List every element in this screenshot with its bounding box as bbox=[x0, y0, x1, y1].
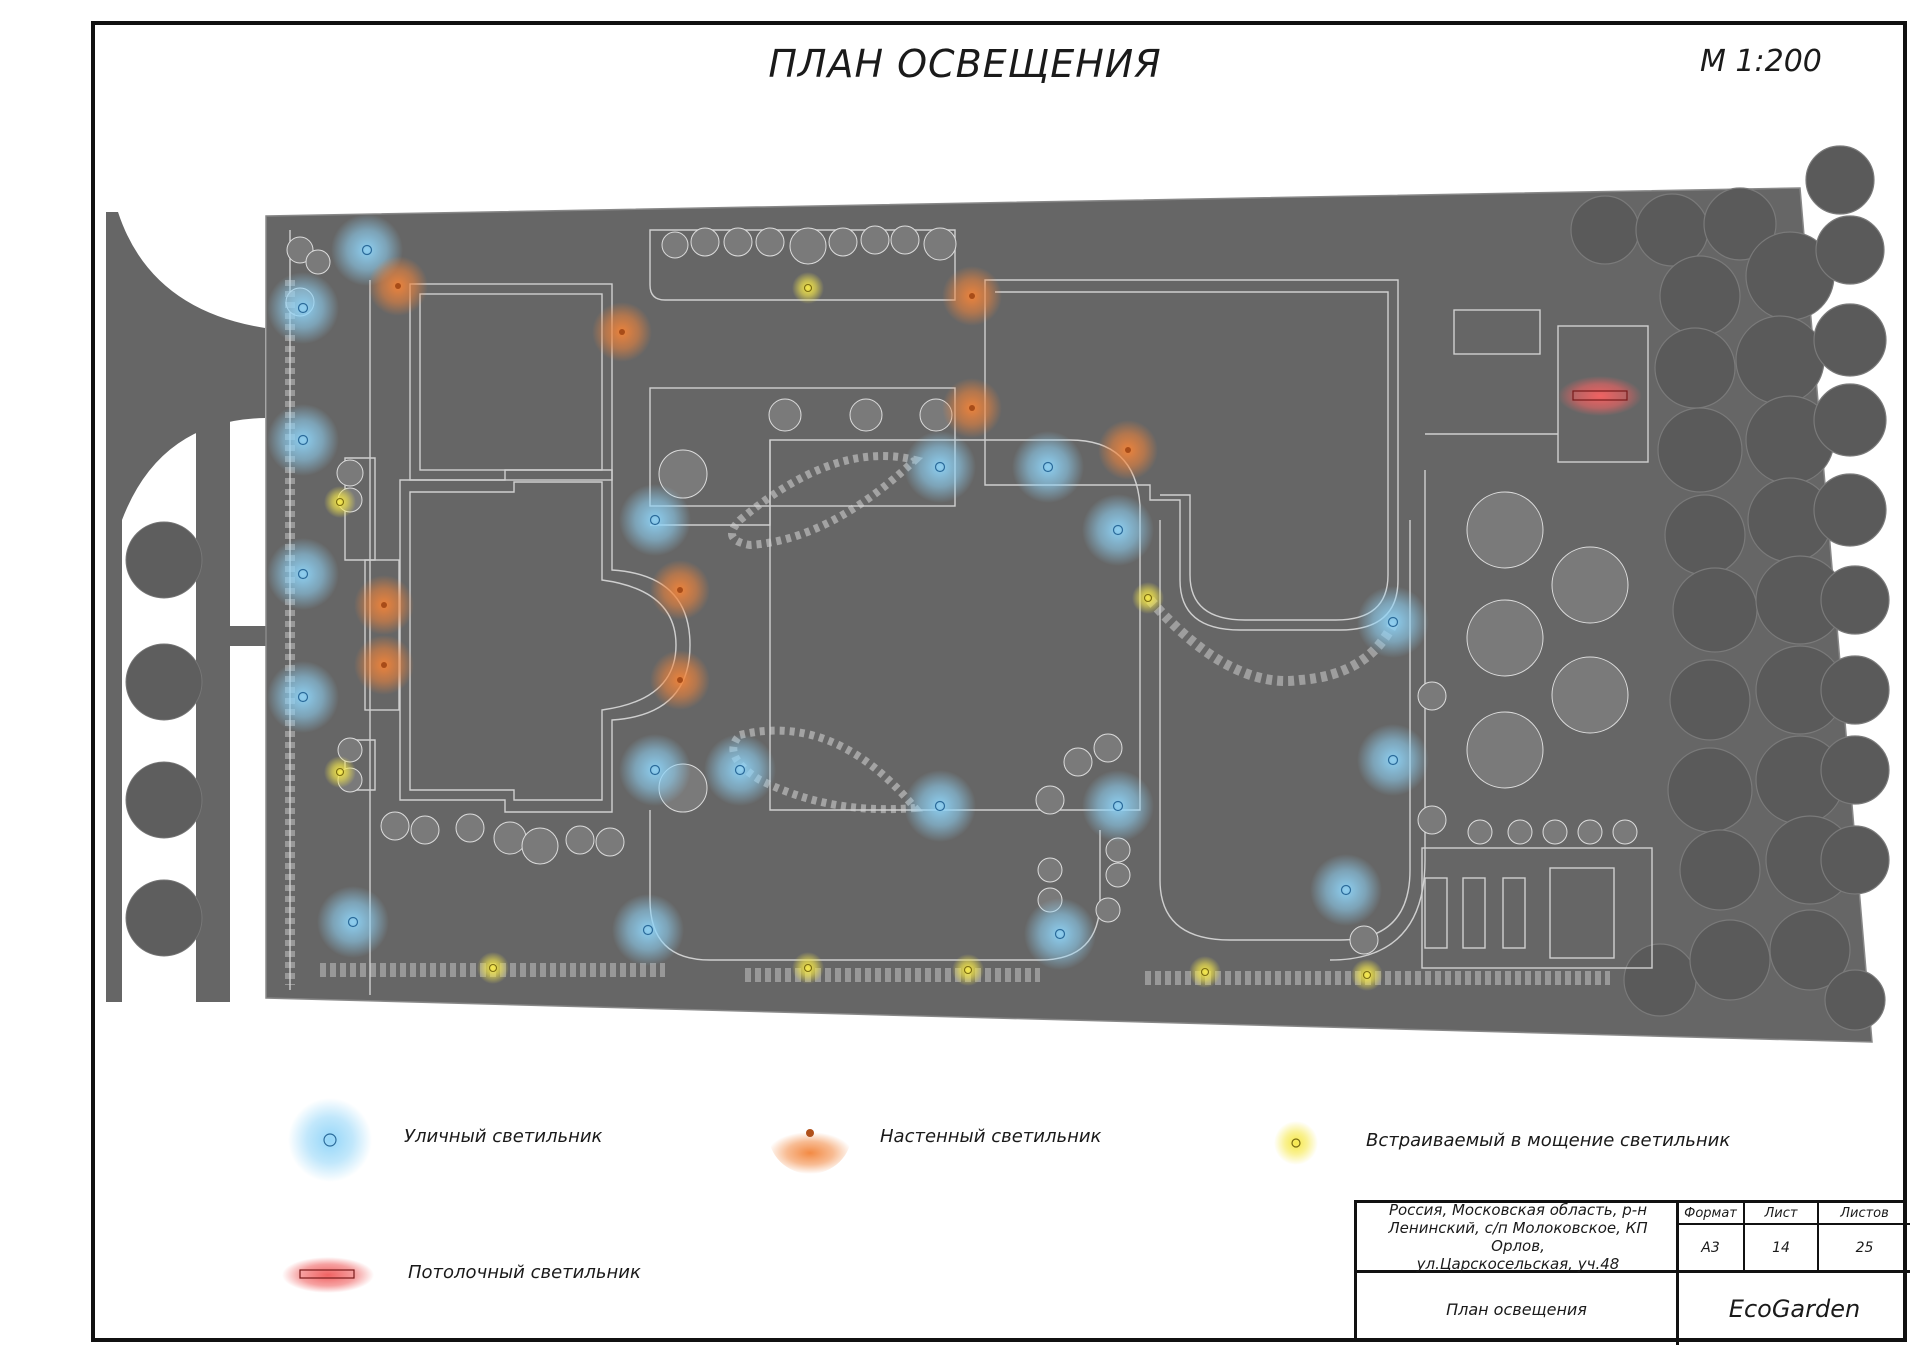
legend-street-light-symbol bbox=[288, 1098, 372, 1182]
street-light bbox=[267, 661, 339, 733]
drawing-scale: М 1:200 bbox=[1700, 44, 1822, 79]
street-light bbox=[904, 770, 976, 842]
street-light bbox=[267, 404, 339, 476]
entrance-trees bbox=[125, 521, 203, 957]
tree-belt bbox=[1570, 145, 1890, 1031]
sheet-header: Лист bbox=[1764, 1205, 1798, 1221]
address-line-2: Ленинский, с/п Молоковское, КП Орлов, bbox=[1388, 1219, 1648, 1255]
drawing-name: План освещения bbox=[1446, 1299, 1587, 1319]
paving-light bbox=[792, 272, 824, 304]
legend-wall-light-symbol bbox=[768, 1129, 852, 1174]
paving-lights bbox=[324, 272, 1383, 991]
sheets-value: 25 bbox=[1855, 1239, 1874, 1256]
format-header: Формат bbox=[1684, 1205, 1737, 1221]
street-light bbox=[904, 431, 976, 503]
street-light bbox=[1024, 898, 1096, 970]
paving-light bbox=[324, 486, 356, 518]
street-light bbox=[267, 538, 339, 610]
street-light bbox=[1082, 770, 1154, 842]
drawing-title: ПЛАН ОСВЕЩЕНИЯ bbox=[768, 42, 1162, 86]
wall-light bbox=[368, 256, 428, 316]
street-lights bbox=[267, 214, 1429, 970]
entrance-road bbox=[106, 212, 266, 1002]
sheet-value: 14 bbox=[1772, 1239, 1790, 1256]
street-light bbox=[1012, 431, 1084, 503]
legend-ceiling-light-label: Потолочный светильник bbox=[408, 1262, 641, 1283]
wall-light bbox=[1098, 420, 1158, 480]
wall-light bbox=[942, 266, 1002, 326]
street-light bbox=[267, 272, 339, 344]
street-light bbox=[1082, 494, 1154, 566]
address-line-3: ул.Царскосельская, уч.48 bbox=[1416, 1255, 1620, 1273]
wall-light bbox=[592, 302, 652, 362]
paving-light bbox=[477, 952, 509, 984]
drawing-frame bbox=[91, 21, 1907, 1342]
legend-wall-light-label: Настенный светильник bbox=[880, 1126, 1102, 1147]
street-light bbox=[1357, 586, 1429, 658]
street-light bbox=[317, 886, 389, 958]
legend-ceiling-light-symbol bbox=[282, 1257, 374, 1293]
street-light bbox=[704, 734, 776, 806]
paving-light bbox=[324, 756, 356, 788]
address: Россия, Московская область, р-н Ленински… bbox=[1361, 1201, 1675, 1273]
ceiling-lights bbox=[1558, 376, 1642, 416]
street-light bbox=[1357, 724, 1429, 796]
wall-lights bbox=[354, 256, 1158, 710]
address-line-1: Россия, Московская область, р-н bbox=[1388, 1201, 1648, 1219]
legend-street-light-label: Уличный светильник bbox=[404, 1126, 603, 1147]
street-light bbox=[619, 484, 691, 556]
street-light bbox=[1310, 854, 1382, 926]
ceiling-light bbox=[1558, 376, 1642, 416]
format-value: А3 bbox=[1701, 1239, 1720, 1256]
wall-light bbox=[942, 378, 1002, 438]
sheets-header: Листов bbox=[1840, 1205, 1889, 1221]
company-name: EcoGarden bbox=[1728, 1295, 1861, 1323]
paving-light bbox=[1351, 959, 1383, 991]
wall-light bbox=[650, 650, 710, 710]
street-light bbox=[619, 734, 691, 806]
legend-paving-light-label: Встраиваемый в мощение светильник bbox=[1366, 1130, 1731, 1151]
title-block: Россия, Московская область, р-н Ленински… bbox=[1354, 1200, 1910, 1345]
street-light bbox=[612, 894, 684, 966]
paving-light bbox=[792, 952, 824, 984]
wall-light bbox=[354, 635, 414, 695]
paving-light bbox=[952, 954, 984, 986]
legend-paving-light-symbol bbox=[1274, 1121, 1318, 1165]
paving-light bbox=[1132, 582, 1164, 614]
wall-light bbox=[650, 560, 710, 620]
wall-light bbox=[354, 575, 414, 635]
paving-light bbox=[1189, 956, 1221, 988]
